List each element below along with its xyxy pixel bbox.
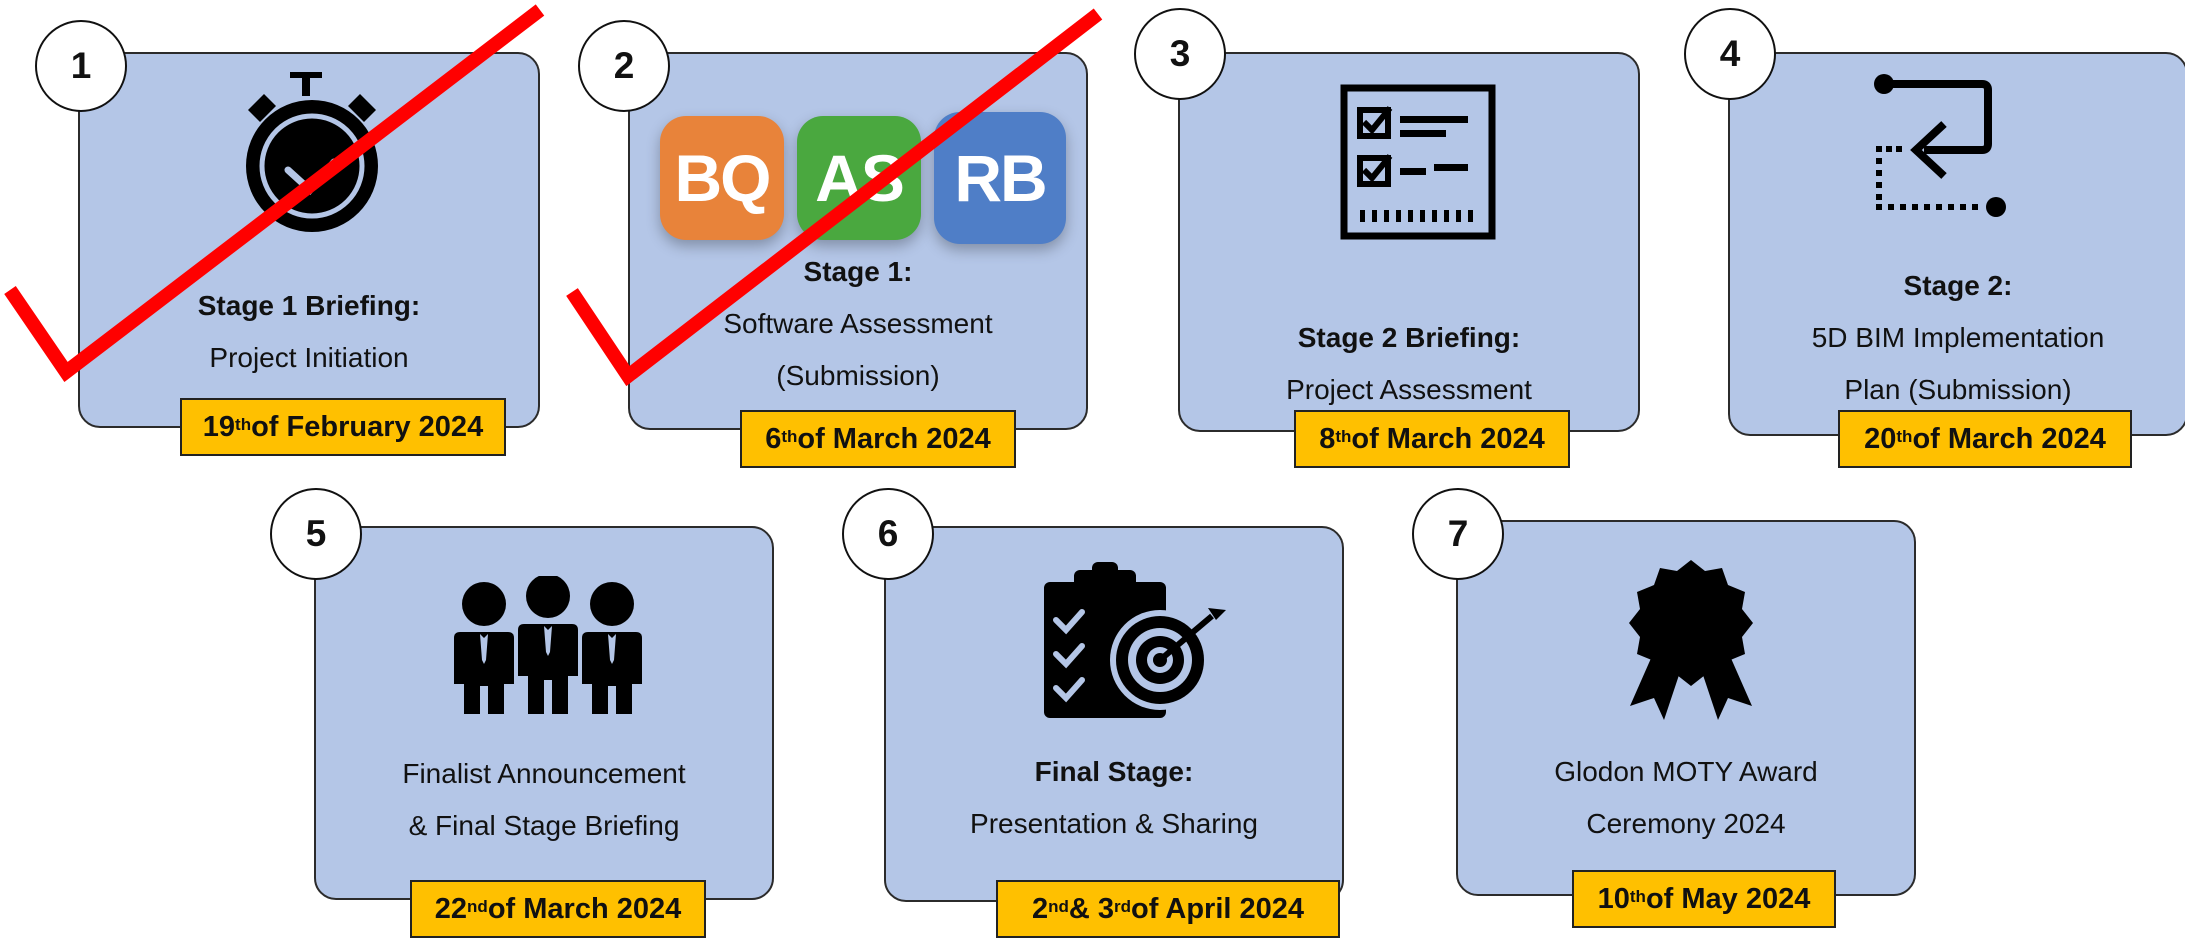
stage-card-7: Glodon MOTY Award Ceremony 2024	[1456, 520, 1916, 896]
stage-description: Project Assessment	[1286, 374, 1532, 405]
stage-card-5: Finalist Announcement & Final Stage Brie…	[314, 526, 774, 900]
app-logo-bq: BQ	[660, 116, 784, 240]
checklist-icon	[1340, 84, 1496, 245]
stage-description: & Final Stage Briefing	[408, 810, 680, 841]
app-logo-as: AS	[797, 116, 921, 240]
award-ribbon-icon	[1616, 556, 1766, 725]
stage-number-badge: 6	[842, 488, 934, 580]
stage-card-1: Stage 1 Briefing: Project Initiation	[78, 52, 540, 428]
stage-title: Stage 1:	[803, 256, 913, 287]
stage-number-badge: 7	[1412, 488, 1504, 580]
stage-description: 5D BIM Implementation	[1811, 322, 2105, 353]
stage-title: Stage 2 Briefing:	[1297, 322, 1521, 353]
stage-number-badge: 5	[270, 488, 362, 580]
stage-number-badge: 3	[1134, 8, 1226, 100]
stage-description: Presentation & Sharing	[970, 808, 1258, 839]
stage-description: Plan (Submission)	[1844, 374, 2072, 405]
clipboard-target-icon	[1040, 562, 1230, 727]
team-icon	[450, 574, 646, 721]
stage-title: Stage 2:	[1903, 270, 2013, 301]
stage-card-6: Final Stage: Presentation & Sharing	[884, 526, 1344, 902]
software-apps-icon: BQ AS RB	[630, 54, 1086, 254]
stage-description: Ceremony 2024	[1586, 808, 1786, 839]
stopwatch-icon	[230, 66, 394, 241]
stage-card-4: Stage 2: 5D BIM Implementation Plan (Sub…	[1728, 52, 2185, 436]
stage-card-3: Stage 2 Briefing: Project Assessment	[1178, 52, 1640, 432]
stage-number-badge: 1	[35, 20, 127, 112]
stage-description: (Submission)	[776, 360, 940, 391]
stage-title: Final Stage:	[1034, 756, 1194, 787]
app-logo-rb: RB	[934, 112, 1066, 244]
stage-description: Software Assessment	[723, 308, 993, 339]
stage-description: Project Initiation	[209, 342, 409, 373]
process-arrow-icon	[1872, 72, 2032, 227]
stage-card-2: BQ AS RB Stage 1: Software Assessment (S…	[628, 52, 1088, 430]
stage-description: Glodon MOTY Award	[1554, 756, 1818, 787]
stage-title: Stage 1 Briefing:	[197, 290, 421, 321]
stage-description: Finalist Announcement	[402, 758, 686, 789]
stage-number-badge: 2	[578, 20, 670, 112]
stage-number-badge: 4	[1684, 8, 1776, 100]
